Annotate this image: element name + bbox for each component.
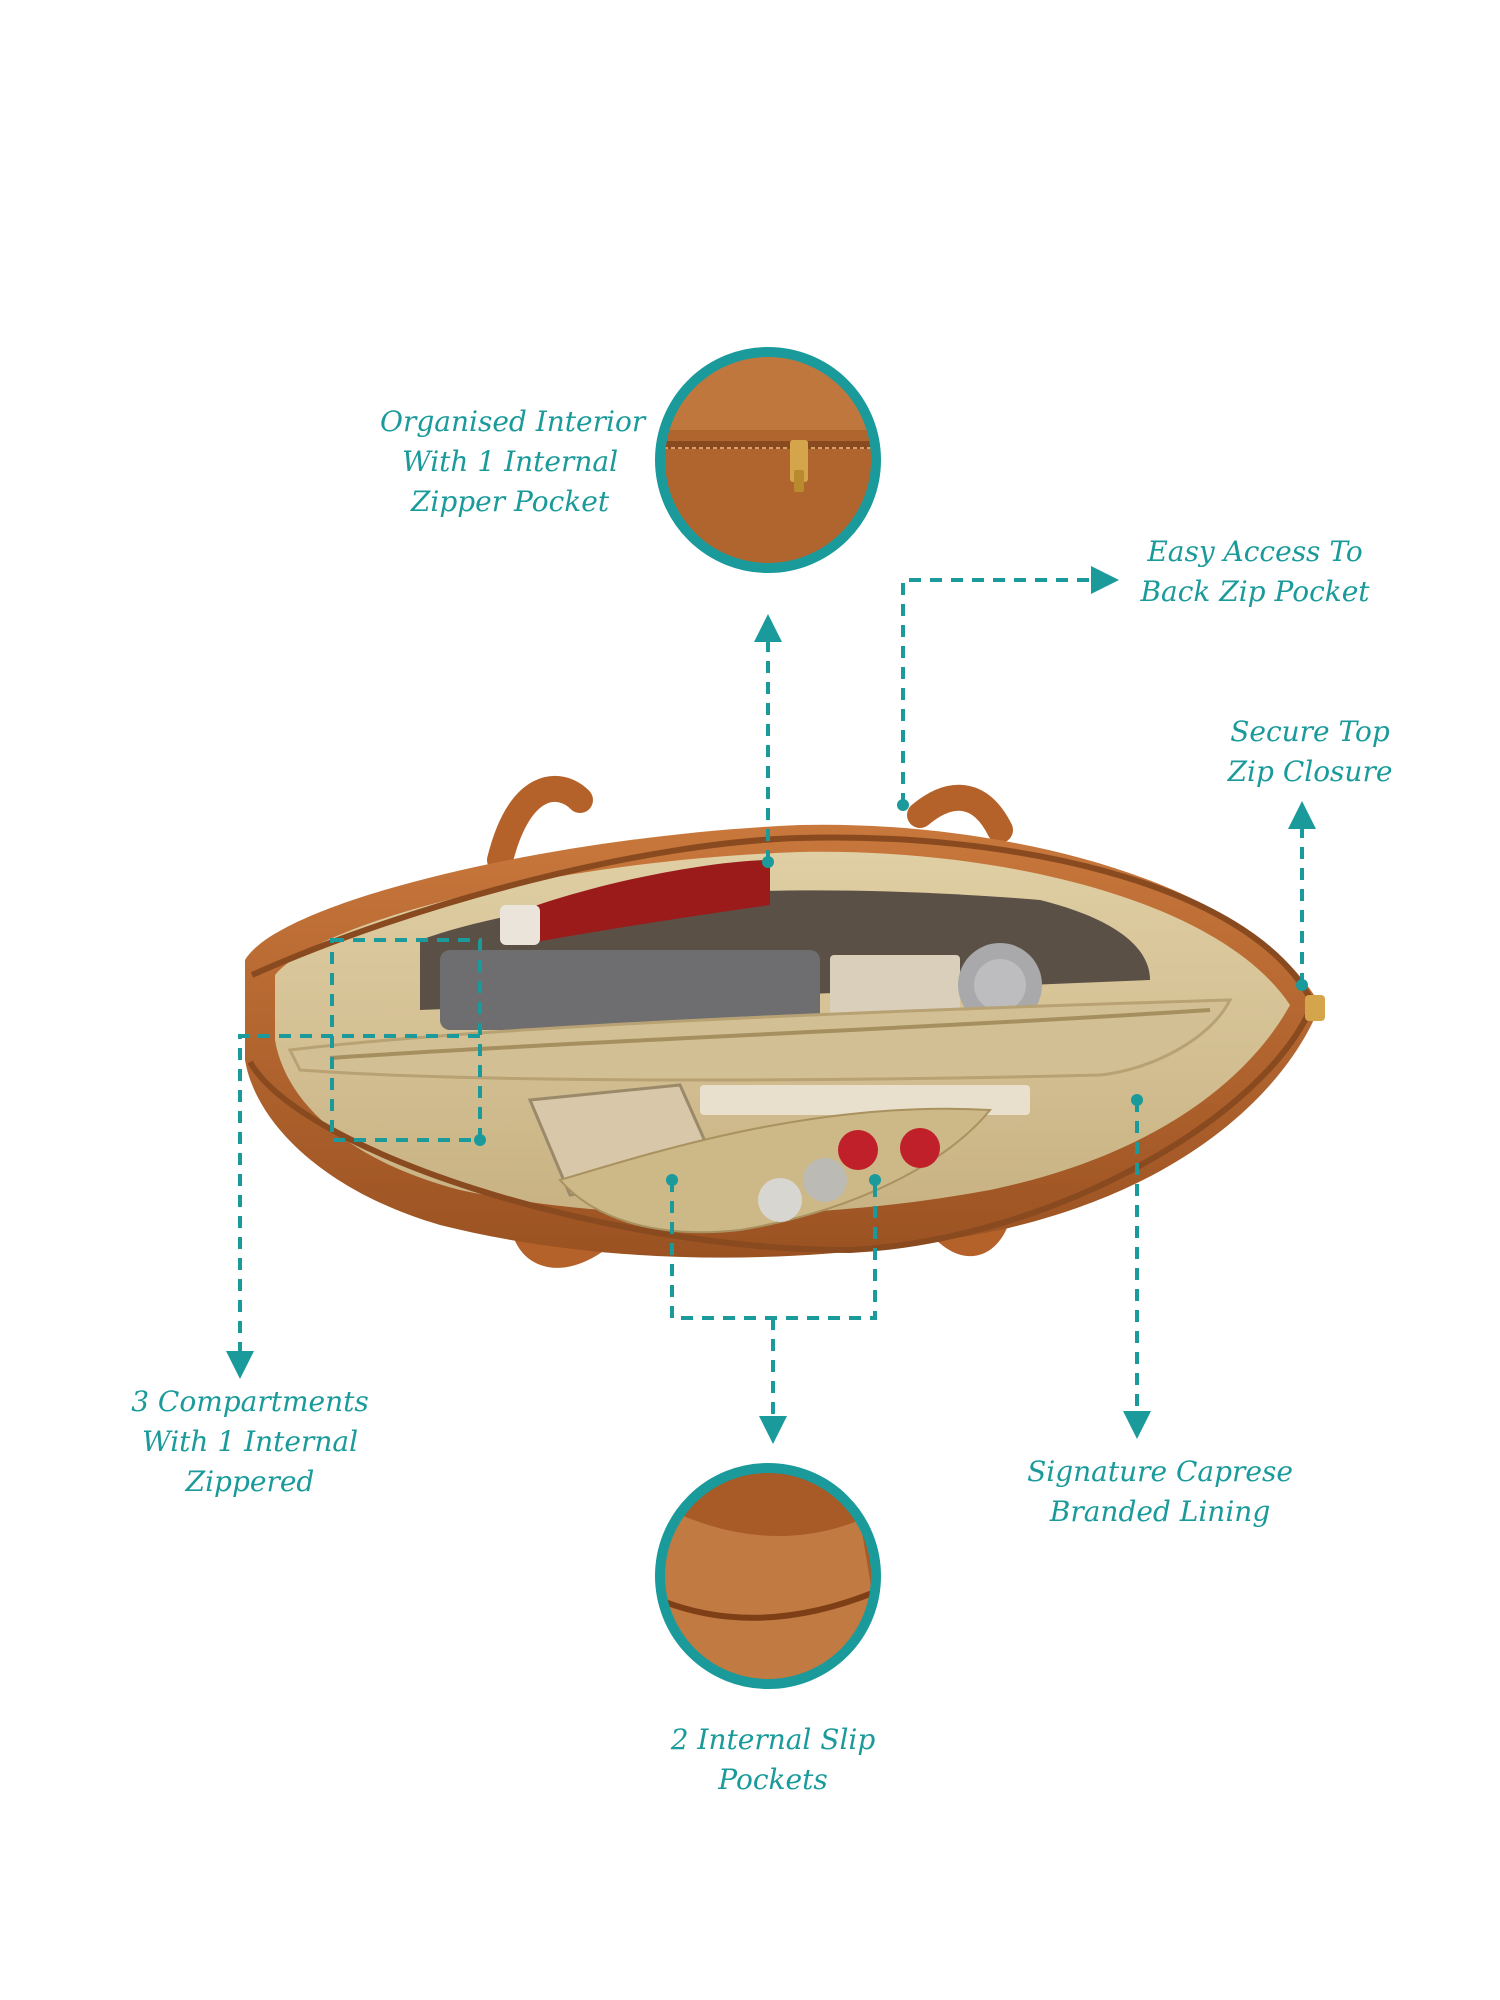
top-zip-closure-label: Secure Top Zip Closure (1215, 712, 1405, 792)
branded-lining-label: Signature Caprese Branded Lining (1020, 1452, 1300, 1532)
compartments-connector (226, 1034, 480, 1379)
label-line: Back Zip Pocket (1140, 575, 1370, 608)
label-line: With 1 Internal (141, 1425, 359, 1458)
back-zip-pocket-label: Easy Access To Back Zip Pocket (1135, 532, 1375, 612)
label-line: Secure Top (1230, 715, 1390, 748)
label-line: Pockets (718, 1763, 828, 1796)
label-line: Zipper Pocket (410, 485, 610, 518)
label-line: Zip Closure (1227, 755, 1393, 788)
back-zip-pocket-connector (901, 566, 1119, 805)
label-line: Branded Lining (1049, 1495, 1271, 1528)
label-line: 3 Compartments (131, 1385, 369, 1418)
organised-interior-label: Organised Interior With 1 Internal Zippe… (380, 402, 646, 522)
label-line: 2 Internal Slip (670, 1723, 876, 1756)
callout-anchor-dots (474, 799, 1308, 1186)
slip-pockets-label: 2 Internal Slip Pockets (660, 1720, 886, 1800)
slip-pocket-closeup-image (655, 1463, 881, 1689)
compartments-label: 3 Compartments With 1 Internal Zippered (120, 1382, 380, 1502)
label-line: Signature Caprese (1027, 1455, 1293, 1488)
label-line: With 1 Internal (401, 445, 619, 478)
tote-bag-image (245, 775, 1325, 1268)
label-line: Zippered (185, 1465, 315, 1498)
label-line: Organised Interior (380, 405, 646, 438)
label-line: Easy Access To (1147, 535, 1363, 568)
zipper-pocket-closeup-image (655, 347, 881, 573)
